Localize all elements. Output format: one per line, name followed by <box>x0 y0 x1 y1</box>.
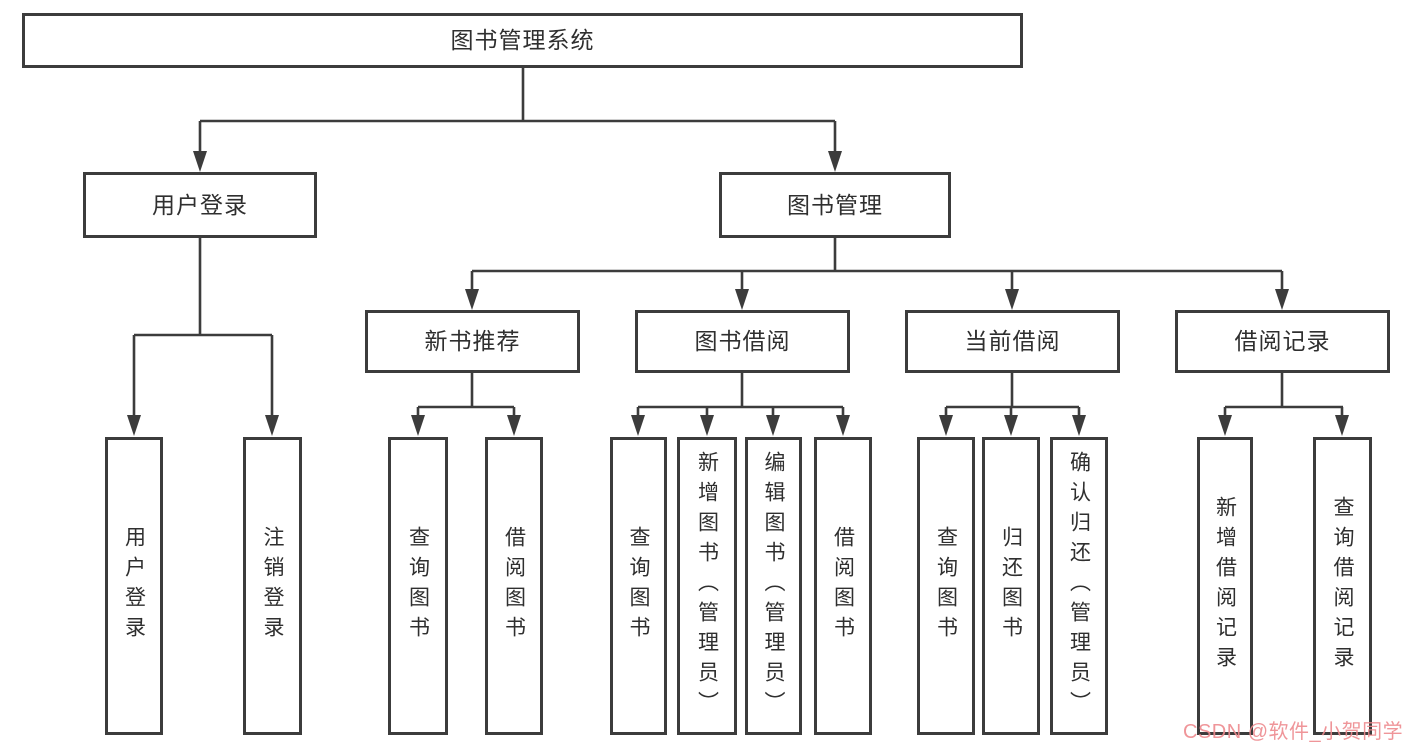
leaf-cur-confirm-return-admin-label: 确认归还（管理员） <box>1067 451 1091 721</box>
leaf-bw-borrow-books-label: 借阅图书 <box>831 526 855 646</box>
leaf-bw-edit-books-admin: 编辑图书（管理员） <box>745 437 802 735</box>
node-new-book-recommend-label: 新书推荐 <box>424 328 521 354</box>
node-borrow-records: 借阅记录 <box>1175 310 1390 373</box>
leaf-bw-query-books-label: 查询图书 <box>627 526 650 646</box>
leaf-rec-add-record-label: 新增借阅记录 <box>1213 496 1237 676</box>
leaf-bw-add-books-admin-label: 新增图书（管理员） <box>695 451 719 721</box>
node-book-management: 图书管理 <box>719 172 951 238</box>
leaf-bw-add-books-admin: 新增图书（管理员） <box>677 437 737 735</box>
leaf-cur-confirm-return-admin: 确认归还（管理员） <box>1050 437 1108 735</box>
node-user-login: 用户登录 <box>83 172 317 238</box>
node-book-management-label: 图书管理 <box>787 191 883 218</box>
node-borrow-records-label: 借阅记录 <box>1234 328 1331 354</box>
leaf-rec-add-record: 新增借阅记录 <box>1197 437 1253 735</box>
leaf-nb-query-books: 查询图书 <box>388 437 448 735</box>
leaf-logout-label: 注销登录 <box>261 526 284 646</box>
leaf-user-login-label: 用户登录 <box>122 526 146 646</box>
leaf-bw-query-books: 查询图书 <box>610 437 667 735</box>
leaf-nb-borrow-books: 借阅图书 <box>485 437 543 735</box>
node-book-borrowing-label: 图书借阅 <box>694 328 791 354</box>
leaf-cur-query-books-label: 查询图书 <box>934 526 958 646</box>
csdn-watermark: CSDN @软件_小贺同学 <box>1183 721 1404 743</box>
node-current-borrowing-label: 当前借阅 <box>964 328 1061 354</box>
leaf-nb-borrow-books-label: 借阅图书 <box>502 526 526 646</box>
node-current-borrowing: 当前借阅 <box>905 310 1120 373</box>
node-new-book-recommend: 新书推荐 <box>365 310 580 373</box>
leaf-cur-query-books: 查询图书 <box>917 437 975 735</box>
leaf-rec-query-record-label: 查询借阅记录 <box>1331 496 1354 676</box>
leaf-bw-borrow-books: 借阅图书 <box>814 437 872 735</box>
leaf-logout: 注销登录 <box>243 437 302 735</box>
node-root: 图书管理系统 <box>22 13 1023 68</box>
leaf-rec-query-record: 查询借阅记录 <box>1313 437 1372 735</box>
leaf-user-login: 用户登录 <box>105 437 163 735</box>
node-user-login-label: 用户登录 <box>152 191 248 218</box>
leaf-nb-query-books-label: 查询图书 <box>406 526 430 646</box>
leaf-cur-return-books-label: 归还图书 <box>999 526 1023 646</box>
node-root-label: 图书管理系统 <box>450 27 595 53</box>
leaf-bw-edit-books-admin-label: 编辑图书（管理员） <box>762 451 785 721</box>
leaf-cur-return-books: 归还图书 <box>982 437 1040 735</box>
node-book-borrowing: 图书借阅 <box>635 310 850 373</box>
